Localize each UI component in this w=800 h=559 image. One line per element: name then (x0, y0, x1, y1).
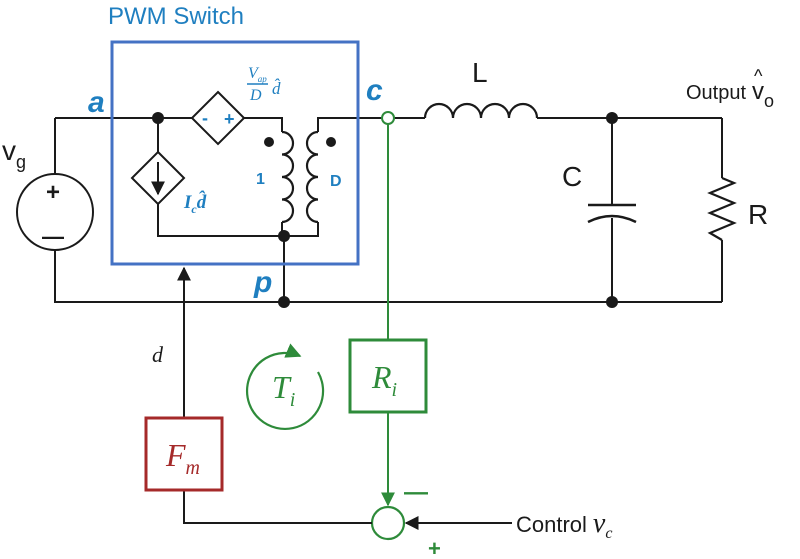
dependent-voltage-source (190, 90, 246, 146)
transformer (281, 130, 319, 224)
resistor-symbol (707, 176, 737, 241)
wire-isrc-down (157, 204, 284, 237)
transformer-primary-label: 1 (256, 171, 265, 188)
transformer-secondary (305, 130, 319, 224)
inductor-coil (423, 102, 539, 119)
junction-dots (152, 112, 618, 308)
output-hat: ^ (754, 66, 763, 86)
wire-xfmr-sec-top (317, 117, 388, 132)
resistor-label: R (748, 199, 768, 230)
dep-voltage-denominator: D (249, 87, 262, 104)
dependent-current-source (130, 150, 186, 206)
pwm-switch-title: PWM Switch (108, 3, 244, 30)
pwm-switch-box (110, 40, 360, 266)
dep-voltage-minus: - (202, 108, 208, 128)
fm-label: Fm (165, 437, 200, 479)
dep-current-label: Icd̂ (183, 191, 207, 216)
terminal-p-label: p (253, 266, 272, 299)
dep-voltage-dhat: d̂ (272, 79, 281, 98)
transformer-dot-secondary (326, 137, 336, 147)
vg-minus-sign: — (42, 224, 64, 249)
vg-voltage-source (16, 173, 94, 251)
output-v: vo (752, 78, 774, 111)
wire-xfmr-sec-bottom (284, 222, 319, 237)
capacitor-symbol (587, 203, 637, 224)
junction-a (152, 112, 164, 124)
sense-node-c (381, 111, 395, 125)
sum-minus-sign: — (404, 479, 428, 506)
dep-voltage-numerator: Vap (248, 65, 267, 84)
dep-voltage-plus: + (224, 109, 235, 129)
ri-block (348, 338, 428, 414)
vg-plus-sign: + (46, 179, 60, 206)
ti-label: Ti (272, 369, 295, 411)
duty-d-label: d (152, 342, 164, 367)
fm-block (144, 416, 224, 492)
wire-vsrc-to-xfmr (244, 117, 283, 132)
inductor-label: L (472, 57, 488, 88)
ti-loop-arrow (245, 343, 325, 430)
junction-p-internal (278, 230, 290, 242)
transformer-dot-primary (264, 137, 274, 147)
summing-junction (370, 505, 406, 541)
sum-plus-sign: + (428, 536, 441, 559)
junction-p-rail (278, 296, 290, 308)
current-sense-path (245, 111, 428, 541)
terminal-a-label: a (88, 86, 105, 119)
capacitor-label: C (562, 161, 582, 192)
wire-vg-bottom (54, 250, 722, 303)
transformer-secondary-label: D (330, 173, 342, 190)
transformer-primary (281, 130, 295, 224)
vg-label: vg (2, 135, 26, 172)
output-label: Output (686, 82, 746, 104)
junction-cap-bottom (606, 296, 618, 308)
terminal-c-label: c (366, 74, 383, 107)
feedback-wiring (144, 266, 512, 530)
ri-label: Ri (371, 359, 397, 401)
junction-cap-top (606, 112, 618, 124)
